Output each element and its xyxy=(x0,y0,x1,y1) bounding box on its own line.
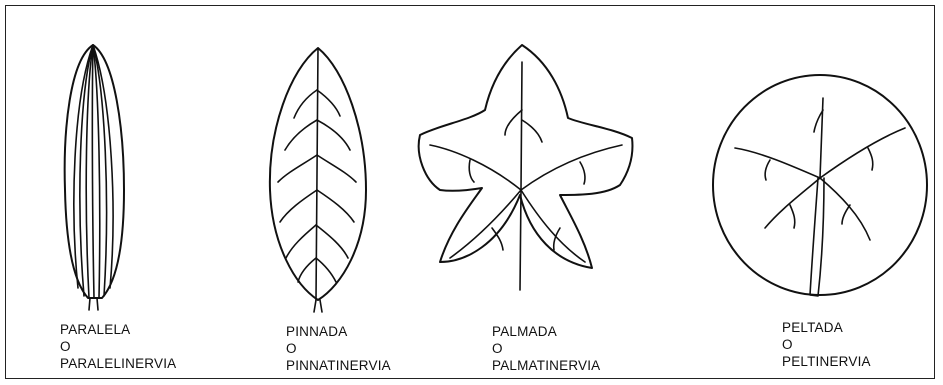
palmate-leaf-icon xyxy=(419,45,633,290)
caption-connector: O xyxy=(492,340,600,357)
caption-title: PELTADA xyxy=(782,319,871,336)
parallel-leaf-icon xyxy=(65,45,124,310)
caption-palmada: PALMADA O PALMATINERVIA xyxy=(492,323,600,374)
caption-subtitle: PINNATINERVIA xyxy=(286,357,391,374)
caption-subtitle: PALMATINERVIA xyxy=(492,357,600,374)
peltate-leaf-icon xyxy=(713,75,927,296)
caption-paralela: PARALELA O PARALELINERVIA xyxy=(60,321,176,372)
caption-subtitle: PARALELINERVIA xyxy=(60,355,176,372)
caption-title: PINNADA xyxy=(286,323,391,340)
caption-connector: O xyxy=(782,336,871,353)
caption-connector: O xyxy=(60,338,176,355)
caption-subtitle: PELTINERVIA xyxy=(782,353,871,370)
caption-title: PARALELA xyxy=(60,321,176,338)
pinnate-leaf-icon xyxy=(270,48,366,312)
caption-connector: O xyxy=(286,340,391,357)
caption-pinnada: PINNADA O PINNATINERVIA xyxy=(286,323,391,374)
caption-title: PALMADA xyxy=(492,323,600,340)
caption-peltada: PELTADA O PELTINERVIA xyxy=(782,319,871,370)
